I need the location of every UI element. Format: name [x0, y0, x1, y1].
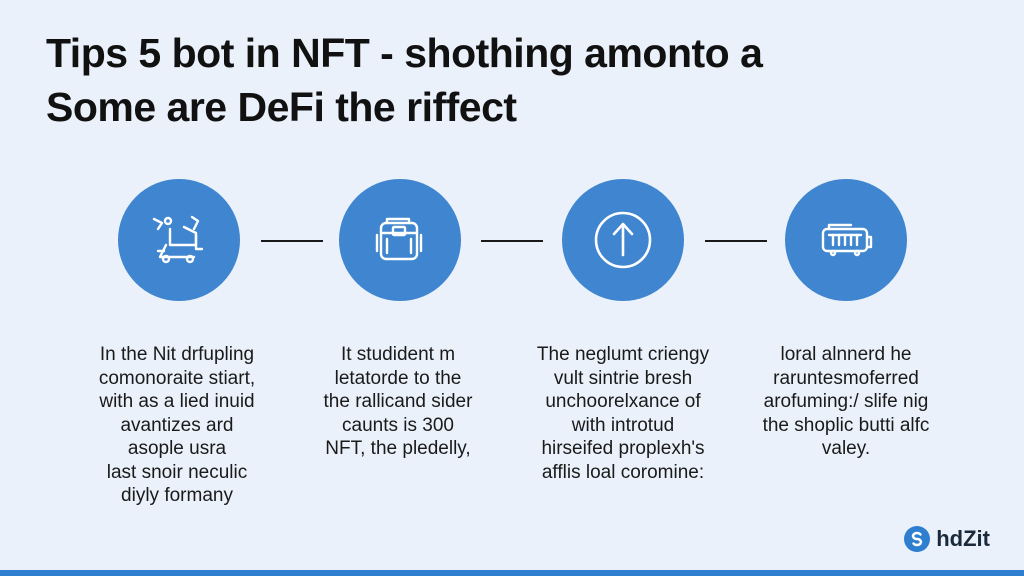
cart-robot-icon — [152, 215, 204, 264]
bus-icon — [821, 223, 873, 257]
step-4-line: valey. — [821, 438, 871, 459]
step-3-line: with introtud — [571, 414, 675, 436]
title-line-2: Some are DeFi the riffect — [46, 84, 517, 130]
step-1-circle — [118, 179, 240, 301]
step-3-line: afflis loal coromine: — [541, 461, 705, 483]
connector-1 — [261, 240, 323, 242]
step-2-line: It studident m — [340, 344, 456, 365]
step-3-circle — [562, 179, 684, 301]
step-1-line: avantizes ard — [120, 414, 234, 436]
step-2-line: NFT, the pledelly, — [325, 438, 471, 459]
step-2-line: caunts is 300 — [342, 414, 454, 436]
step-1-line: comonoraite stiart, — [98, 367, 256, 389]
step-3-line: The neglumt criengy — [536, 344, 710, 365]
step-4-line: arofuming:/ slife nig — [763, 391, 929, 412]
logo-text: hdZit — [936, 526, 990, 551]
step-4-description: loral alnnerd he raruntesmoferred arofum… — [741, 343, 951, 461]
brand-logo: hdZit — [904, 526, 990, 552]
step-2-line: the rallicand sider — [323, 391, 473, 412]
step-4-line: the shoplic butti alfc — [762, 414, 930, 436]
connector-3 — [705, 240, 767, 242]
step-2-description: It studident m letatorde to the the rall… — [293, 343, 503, 461]
step-1-line: In the Nit drfupling — [99, 344, 255, 365]
wallet-icon — [375, 217, 423, 261]
step-2-line: letatorde to the — [334, 367, 462, 389]
step-3-line: unchoorelxance of — [545, 391, 701, 412]
step-1-line: with as a lied inuid — [99, 391, 255, 412]
step-1-line: asople usra — [127, 438, 227, 459]
step-4-circle — [785, 179, 907, 301]
step-4-line: loral alnnerd he — [780, 344, 912, 365]
title-line-1: Tips 5 bot in NFT - shothing amonto a — [46, 30, 763, 76]
step-1-line: last snoir neculic — [106, 461, 248, 483]
step-3-line: vult sintrie bresh — [553, 367, 693, 389]
step-2-circle — [339, 179, 461, 301]
step-3-line: hirseifed proplexh's — [541, 438, 705, 459]
step-4-line: raruntesmoferred — [773, 367, 919, 389]
connector-2 — [481, 240, 543, 242]
page-title: Tips 5 bot in NFT - shothing amonto a So… — [46, 26, 986, 134]
step-1-description: In the Nit drfupling comonoraite stiart,… — [72, 343, 282, 508]
step-3-description: The neglumt criengy vult sintrie bresh u… — [518, 343, 728, 484]
bottom-accent-bar — [0, 570, 1024, 576]
step-1-line: diyly formany — [121, 485, 233, 506]
logo-s-icon — [904, 526, 931, 552]
up-arrow-icon — [594, 211, 652, 269]
